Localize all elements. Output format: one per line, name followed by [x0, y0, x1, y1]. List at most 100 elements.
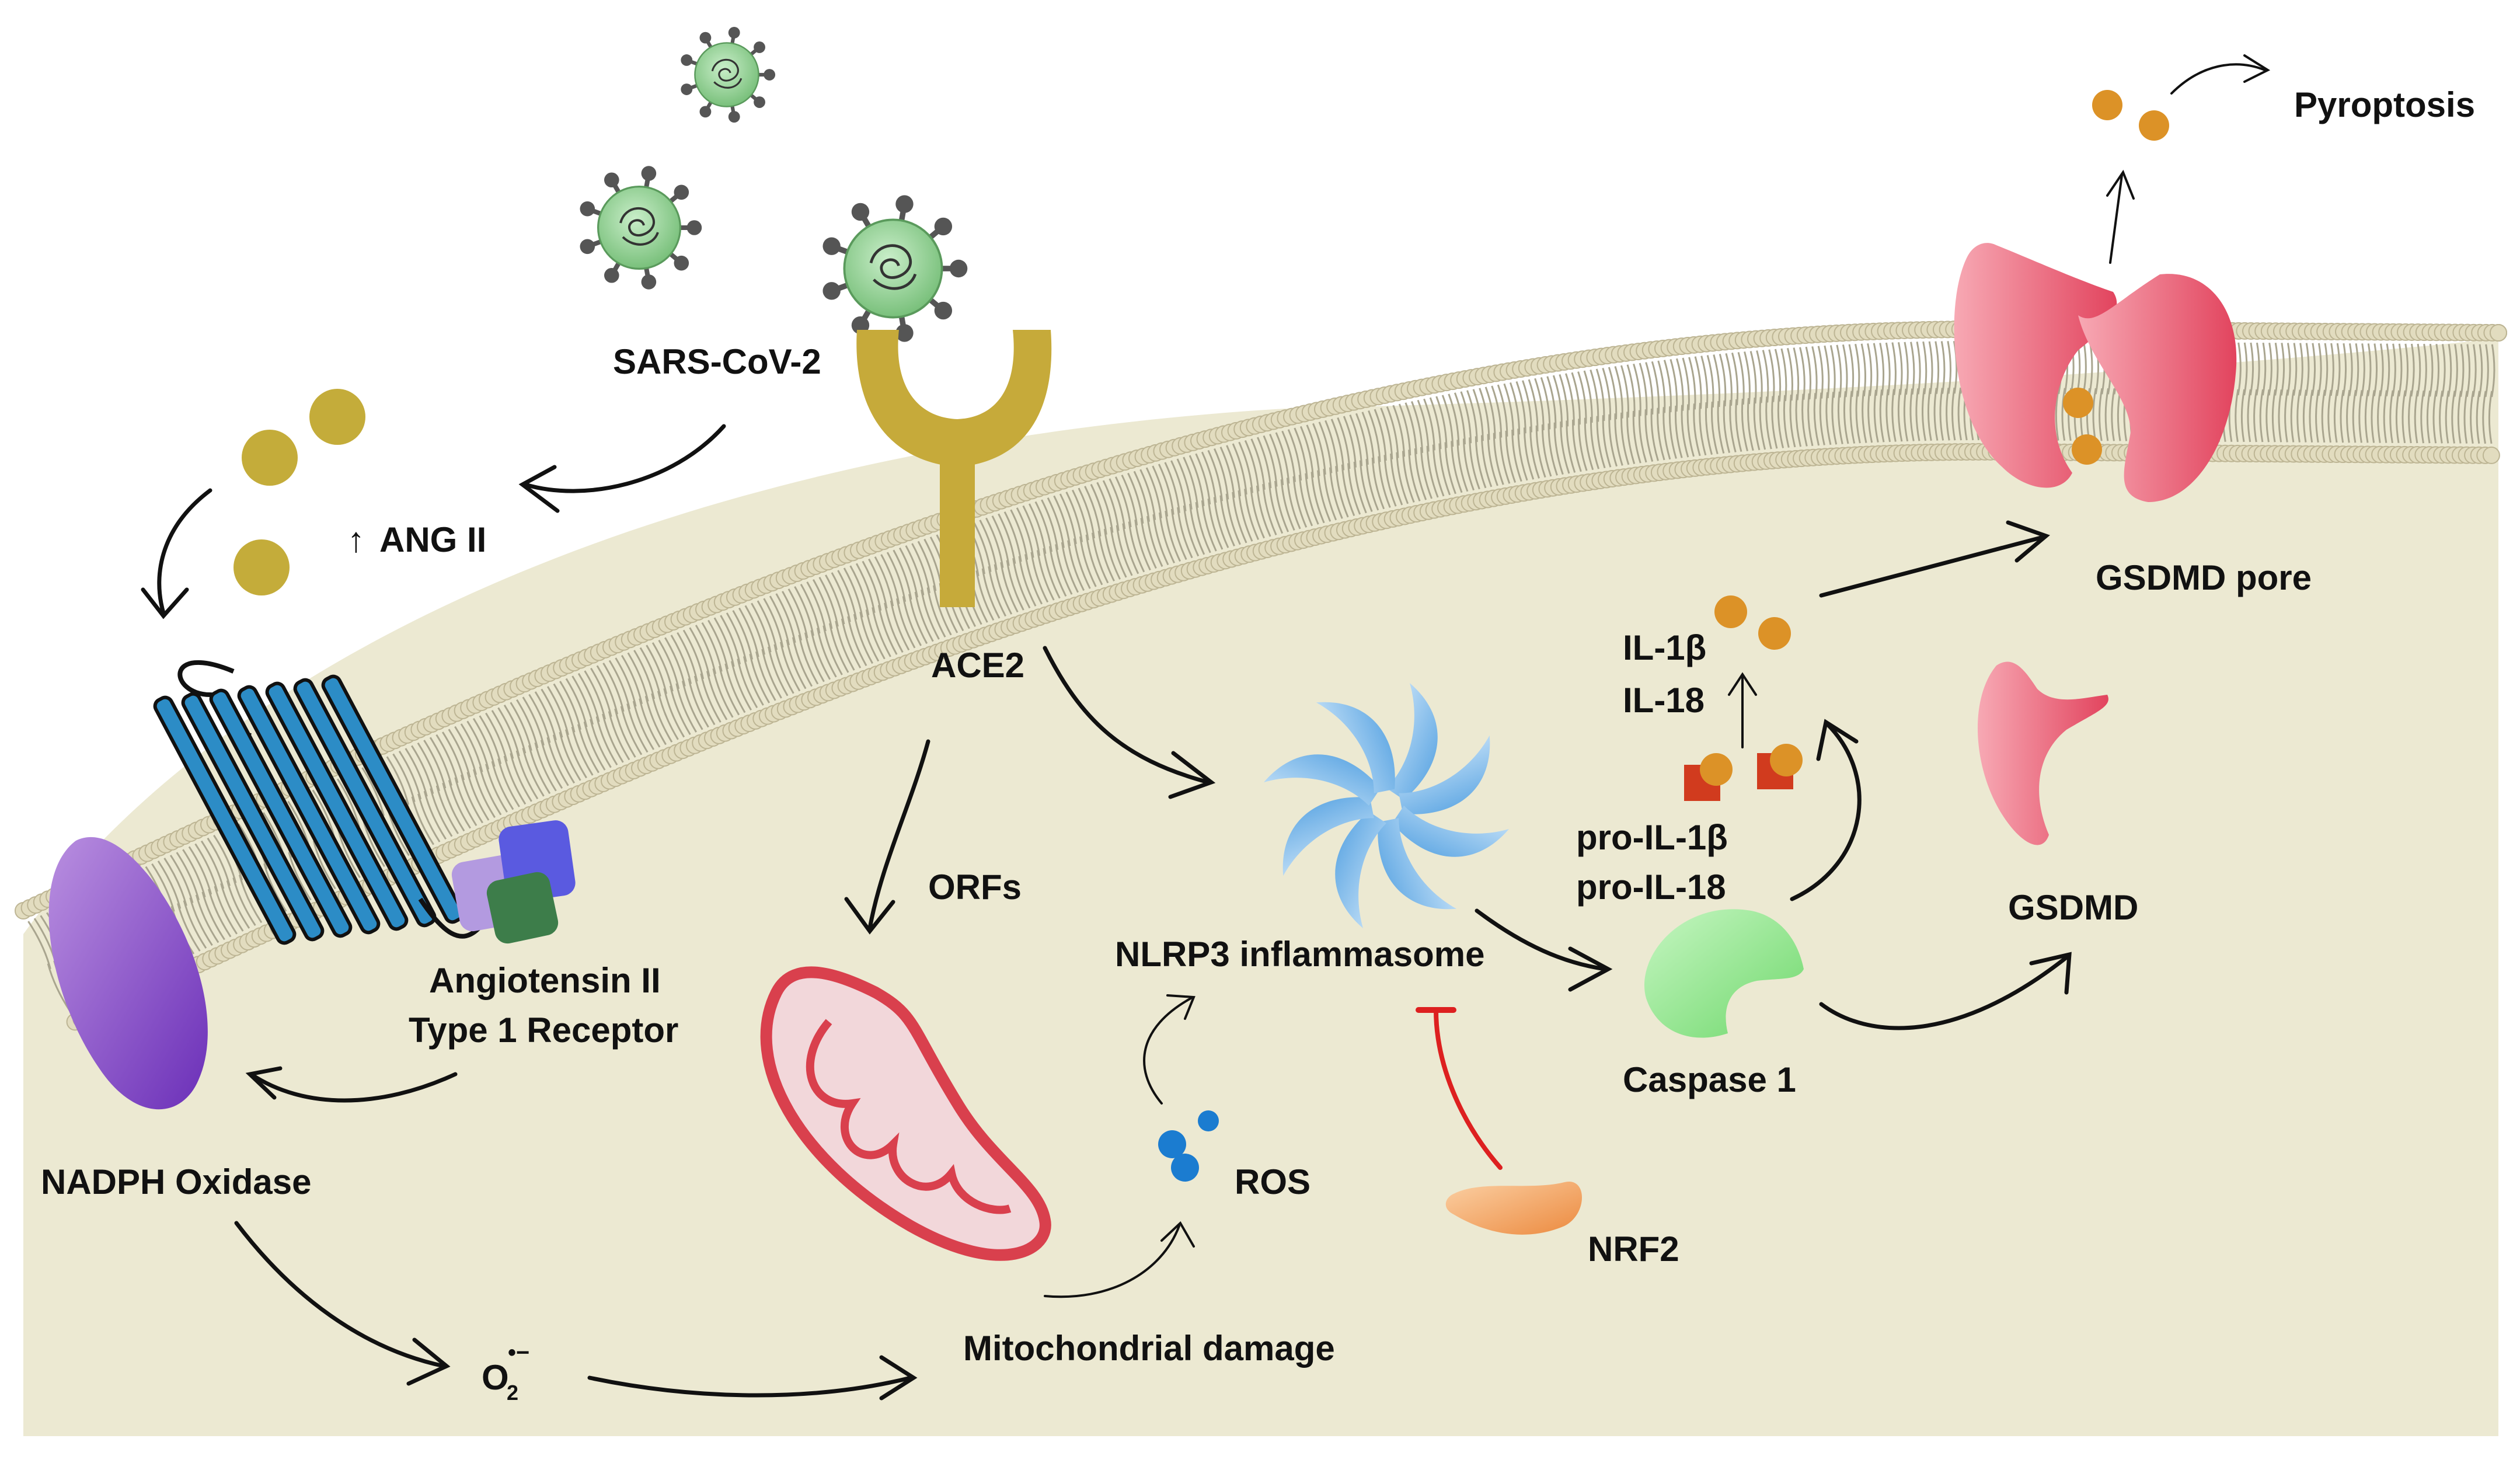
lipid-tail — [1566, 420, 1576, 473]
arrow-caspase1-to-il — [1790, 722, 1862, 901]
lipid-tail — [1103, 528, 1121, 580]
lipid-tail — [1110, 527, 1127, 578]
lipid-tail — [1862, 390, 1867, 443]
lipid-tail — [884, 602, 904, 653]
lipid-tail — [1595, 368, 1605, 422]
lipid-tail — [1590, 417, 1599, 469]
lipid-tail — [2460, 344, 2465, 397]
lipid-tail — [1777, 395, 1784, 448]
lipid-tail — [1747, 398, 1754, 451]
lipid-tail — [1819, 392, 1825, 445]
lipid-tail — [1318, 422, 1333, 473]
arrow-receptor-to-nadph — [249, 1072, 458, 1103]
lipid-tail — [2453, 344, 2458, 397]
lipid-tail — [806, 581, 827, 632]
il-18-particle — [1758, 617, 1791, 650]
lipid-tail — [798, 635, 819, 685]
lipid-tail — [1699, 403, 1707, 456]
lipid-tail — [577, 673, 600, 722]
lipid-tail — [1207, 450, 1224, 501]
lipid-tail — [1626, 364, 1636, 417]
label-caspase-1: Caspase 1 — [1623, 1060, 1796, 1099]
label-superoxide-sup: •− — [508, 1340, 529, 1366]
lipid-tail — [2292, 343, 2298, 396]
lipid-tail — [615, 657, 637, 707]
lipid-tail — [1441, 395, 1454, 447]
lipid-tail — [2287, 343, 2291, 396]
lipid-tail — [731, 661, 752, 711]
lipid-tail — [2420, 390, 2425, 444]
lipid-tail — [639, 647, 661, 697]
lipid-tail — [1731, 352, 1739, 406]
lipid-tail — [633, 650, 656, 699]
lipid-tail — [2408, 390, 2413, 444]
lipid-tail — [1133, 471, 1150, 522]
lipid-tail — [176, 852, 200, 901]
lipid-tail — [491, 710, 514, 759]
lipid-tail — [442, 782, 465, 832]
lipid-tail — [902, 596, 922, 646]
lipid-tail — [1102, 480, 1120, 531]
lipid-tail — [816, 628, 837, 678]
lipid-tail — [1226, 445, 1242, 496]
lipid-tail — [2315, 389, 2320, 443]
lipid-tail — [1867, 390, 1873, 443]
lipid-tail — [859, 611, 880, 662]
arrow-superoxide-to-mito — [587, 1375, 913, 1398]
lipid-tail — [1614, 413, 1623, 466]
lipid-tail — [1885, 389, 1891, 443]
lipid-tail — [1139, 469, 1156, 520]
lipid-tail — [707, 619, 729, 670]
lipid-tail — [1183, 457, 1199, 508]
lipid-tail — [780, 642, 801, 692]
lipid-tail — [2092, 388, 2097, 441]
lipid-tail — [1414, 448, 1427, 500]
lipid-tail — [825, 574, 845, 625]
lipid-tail — [2268, 342, 2272, 396]
lipid-tail — [828, 623, 849, 673]
lipid-tail — [595, 716, 618, 766]
lipid-tail — [1903, 388, 1909, 442]
receptor-helix — [237, 685, 381, 935]
lipid-tail — [441, 732, 465, 781]
lipid-tail — [886, 552, 907, 602]
lipid-tail — [1578, 419, 1588, 471]
lipid-tail — [2253, 389, 2258, 443]
lipid-tail — [1855, 343, 1860, 397]
lipid-tail — [1577, 371, 1587, 424]
lipid-tail — [522, 747, 545, 797]
caspase-1-protein — [1644, 909, 1804, 1038]
lipid-tail — [2463, 391, 2468, 444]
lipid-tail — [1055, 544, 1073, 595]
sars-cov-2-virions — [580, 27, 968, 342]
lipid-tail — [2259, 389, 2264, 443]
lipid-tail — [2441, 344, 2446, 397]
lipid-tail — [571, 675, 594, 725]
lipid-tail — [1939, 388, 1944, 441]
lipid-tail — [627, 652, 649, 702]
lipid-tail — [812, 579, 833, 629]
lipid-tail — [868, 558, 888, 609]
lipid-tail — [157, 860, 182, 909]
lipid-tail — [2466, 344, 2471, 397]
lipid-tail — [712, 668, 734, 718]
lipid-tail — [1353, 461, 1367, 514]
lipid-tail — [1189, 503, 1205, 555]
lipid-tail — [755, 651, 776, 701]
lipid-tail — [1662, 407, 1671, 460]
inflammasome-blade — [1316, 702, 1395, 793]
lipid-tail — [1207, 499, 1224, 550]
lipid-tail — [1837, 391, 1843, 444]
lipid-tail — [1460, 391, 1472, 444]
lipid-tail — [744, 605, 765, 655]
pro-il-ball — [1770, 744, 1803, 776]
lipid-tail — [1034, 501, 1052, 552]
lipid-tail — [1386, 406, 1399, 458]
arrow-nadph-to-superoxide — [234, 1221, 446, 1368]
lipid-tail — [991, 515, 1010, 566]
lipid-tail — [1456, 440, 1469, 492]
lipid-tail — [626, 703, 649, 753]
lipid-tail — [417, 742, 440, 792]
receptor-g-protein — [486, 872, 559, 944]
lipid-tail — [2330, 343, 2334, 396]
